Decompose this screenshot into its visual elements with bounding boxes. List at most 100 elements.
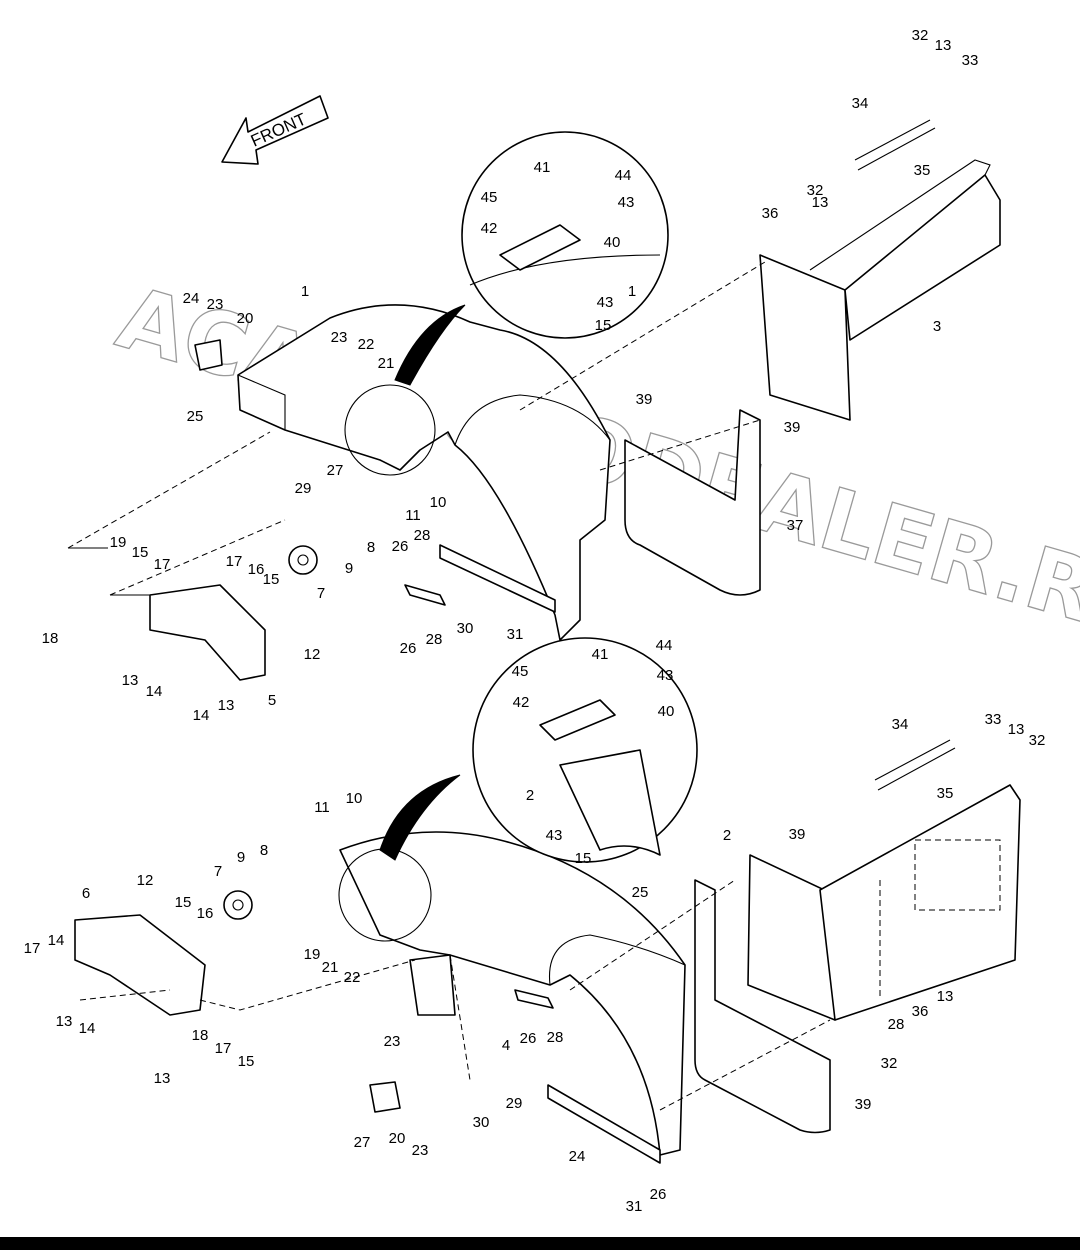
part-number-label: 36 <box>762 205 779 222</box>
bracket-5 <box>149 584 266 681</box>
part-number-label: 15 <box>595 317 612 334</box>
part-number-label: 23 <box>207 296 224 313</box>
part-number-label: 43 <box>657 667 674 684</box>
roller-7-bottom <box>223 890 253 920</box>
part-number-label: 26 <box>520 1030 537 1047</box>
part-number-label: 39 <box>636 391 653 408</box>
part-number-label: 31 <box>626 1198 643 1215</box>
part-number-label: 6 <box>82 885 90 902</box>
part-number-label: 24 <box>183 290 200 307</box>
mount-plate-4 <box>747 854 836 1021</box>
part-number-label: 13 <box>154 1070 171 1087</box>
mud-flap-38 <box>694 879 831 1134</box>
zoom-circle-top <box>344 384 436 476</box>
part-number-label: 45 <box>512 663 529 680</box>
part-number-label: 28 <box>414 527 431 544</box>
part-number-label: 21 <box>378 355 395 372</box>
part-number-label: 2 <box>723 827 731 844</box>
part-number-label: 22 <box>344 969 361 986</box>
part-number-label: 10 <box>346 790 363 807</box>
part-number-label: 40 <box>658 703 675 720</box>
part-number-label: 22 <box>358 336 375 353</box>
part-number-label: 26 <box>650 1186 667 1203</box>
part-number-label: 13 <box>56 1013 73 1030</box>
part-number-label: 20 <box>389 1130 406 1147</box>
part-number-label: 28 <box>547 1029 564 1046</box>
part-number-label: 25 <box>187 408 204 425</box>
tether-34 <box>854 119 931 161</box>
part-number-label: 1 <box>301 283 309 300</box>
part-number-label: 13 <box>1008 721 1025 738</box>
part-number-label: 18 <box>192 1027 209 1044</box>
strip-31 <box>439 544 556 613</box>
part-number-label: 26 <box>400 640 417 657</box>
part-number-label: 32 <box>1029 732 1046 749</box>
part-number-label: 13 <box>218 697 235 714</box>
part-number-label: 30 <box>457 620 474 637</box>
part-number-label: 1 <box>628 283 636 300</box>
part-number-label: 17 <box>226 553 243 570</box>
part-number-label: 34 <box>852 95 869 112</box>
strip-31-bottom <box>547 1084 661 1164</box>
part-number-label: 42 <box>513 694 530 711</box>
part-number-label: 7 <box>214 863 222 880</box>
part-number-label: 39 <box>789 826 806 843</box>
part-number-label: 29 <box>295 480 312 497</box>
part-number-label: 34 <box>892 716 909 733</box>
hook-20-bottom <box>369 1081 401 1113</box>
part-number-label: 15 <box>175 894 192 911</box>
part-number-label: 13 <box>812 194 829 211</box>
part-number-label: 16 <box>197 905 214 922</box>
part-number-label: 5 <box>268 692 276 709</box>
part-number-label: 23 <box>384 1033 401 1050</box>
part-number-label: 43 <box>546 827 563 844</box>
part-number-label: 3 <box>933 318 941 335</box>
part-number-label: 23 <box>412 1142 429 1159</box>
part-number-label: 18 <box>42 630 59 647</box>
part-number-label: 32 <box>807 182 824 199</box>
part-number-label: 8 <box>367 539 375 556</box>
part-number-label: 44 <box>615 167 632 184</box>
part-number-label: 7 <box>317 585 325 602</box>
part-number-label: 11 <box>405 507 421 524</box>
part-number-label: 27 <box>354 1134 371 1151</box>
part-number-label: 35 <box>937 785 954 802</box>
part-number-label: 36 <box>912 1003 929 1020</box>
part-number-label: 16 <box>248 561 265 578</box>
fender-2 <box>339 831 686 1156</box>
part-number-label: 10 <box>430 494 447 511</box>
part-number-label: 20 <box>237 310 254 327</box>
part-number-label: 41 <box>592 646 609 663</box>
part-number-label: 12 <box>304 646 321 663</box>
part-number-label: 17 <box>24 940 41 957</box>
tether-34-bottom <box>874 739 951 781</box>
part-number-label: 14 <box>48 932 65 949</box>
part-number-label: 44 <box>656 637 673 654</box>
part-number-label: 28 <box>888 1016 905 1033</box>
part-number-label: 30 <box>473 1114 490 1131</box>
part-number-label: 39 <box>855 1096 872 1113</box>
part-number-label: 43 <box>618 194 635 211</box>
part-number-label: 21 <box>322 959 339 976</box>
mount-plate-3 <box>759 254 851 421</box>
mud-flap-37 <box>624 409 761 596</box>
part-number-label: 45 <box>481 189 498 206</box>
pad-30 <box>404 584 446 606</box>
part-number-label: 15 <box>575 850 592 867</box>
pad-30-bottom <box>514 989 554 1009</box>
part-number-label: 43 <box>597 294 614 311</box>
part-number-label: 13 <box>935 37 952 54</box>
part-number-label: 8 <box>260 842 268 859</box>
part-number-label: 35 <box>914 162 931 179</box>
part-number-label: 33 <box>962 52 979 69</box>
bottom-assembly <box>74 637 1021 1164</box>
part-number-label: 37 <box>787 517 804 534</box>
part-number-label: 32 <box>881 1055 898 1072</box>
bracket-6 <box>74 914 206 1016</box>
part-number-label: 13 <box>122 672 139 689</box>
part-number-label: 13 <box>937 988 954 1005</box>
part-number-label: 15 <box>263 571 280 588</box>
